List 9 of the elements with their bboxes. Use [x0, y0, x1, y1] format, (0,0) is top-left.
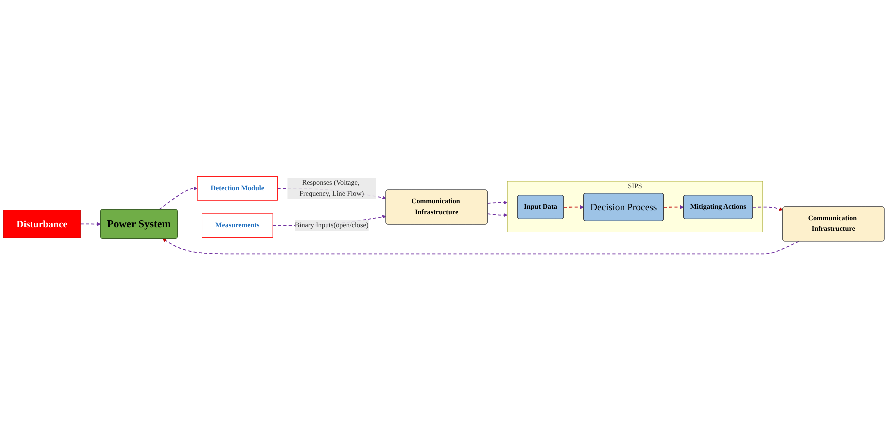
- arrow: [158, 186, 198, 210]
- arrow: [487, 213, 508, 218]
- arrow: [664, 205, 684, 210]
- arrow: [80, 222, 102, 226]
- node-box: Disturbance: [3, 210, 82, 238]
- arrow: [162, 238, 800, 255]
- arrow: [752, 206, 784, 212]
- arrow: [487, 200, 508, 205]
- arrow: [564, 205, 584, 210]
